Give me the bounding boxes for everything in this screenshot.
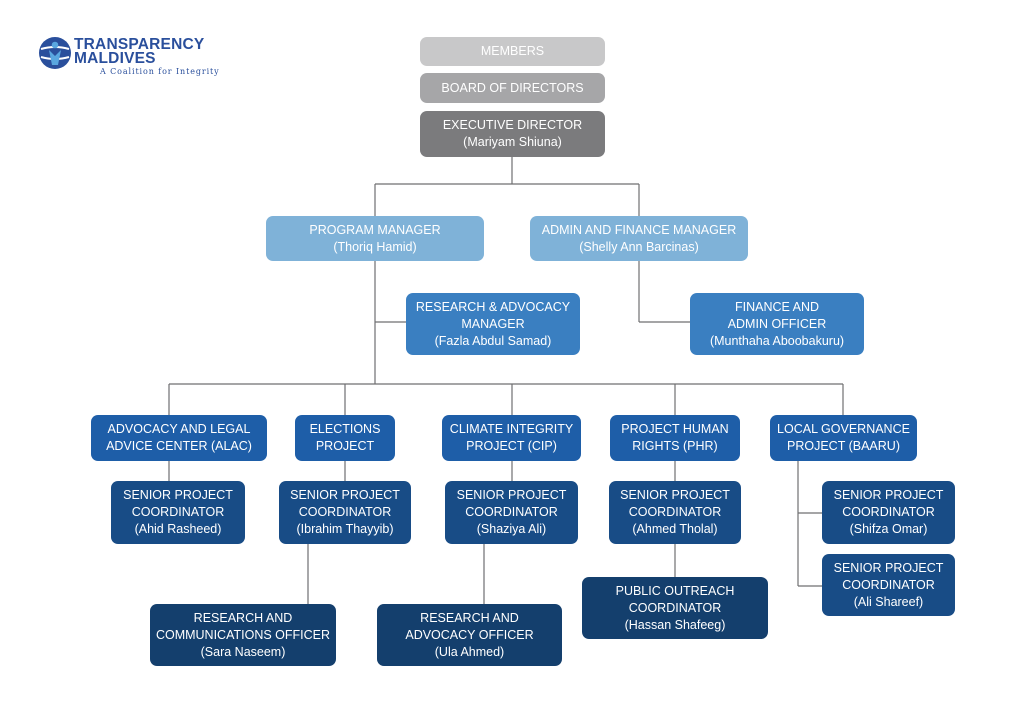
finance-admin-officer-box: FINANCE AND ADMIN OFFICER (Munthaha Aboo… <box>690 293 864 355</box>
coordinator-name: (Shaziya Ali) <box>476 522 547 536</box>
project-title-line-2: PROJECT (BAARU) <box>787 439 900 453</box>
program-manager-box: PROGRAM MANAGER (Thoriq Hamid) <box>266 216 484 261</box>
logo-line-1: TRANSPARENCY <box>74 36 205 53</box>
transparency-maldives-logo: TRANSPARENCY MALDIVES A Coalition for In… <box>38 36 228 80</box>
project-title-line-2: PROJECT (CIP) <box>466 439 557 453</box>
officer-box-advocacy: RESEARCH AND ADVOCACY OFFICER (Ula Ahmed… <box>377 604 562 666</box>
admin-finance-manager-name: (Shelly Ann Barcinas) <box>579 239 699 254</box>
coordinator-title-1: SENIOR PROJECT <box>290 488 400 502</box>
members-label: MEMBERS <box>480 44 545 58</box>
executive-director-title: EXECUTIVE DIRECTOR <box>442 118 583 132</box>
coordinator-box-phr: SENIOR PROJECT COORDINATOR (Ahmed Tholal… <box>609 481 741 544</box>
officer-title-1: RESEARCH AND <box>420 610 519 625</box>
coordinator-title-2: COORDINATOR <box>842 505 935 519</box>
coordinator-title-2: COORDINATOR <box>628 505 722 519</box>
project-box-cip: CLIMATE INTEGRITY PROJECT (CIP) <box>442 415 581 461</box>
program-manager-name: (Thoriq Hamid) <box>333 239 417 254</box>
officer-name: (Sara Naseem) <box>200 644 286 659</box>
coordinator-box-cip: SENIOR PROJECT COORDINATOR (Shaziya Ali) <box>445 481 578 544</box>
coordinator-title-1: SENIOR PROJECT <box>123 488 233 502</box>
research-advocacy-manager-name: (Fazla Abdul Samad) <box>434 333 552 348</box>
finance-admin-officer-title-1: FINANCE AND <box>734 299 820 314</box>
coordinator-title-1: SENIOR PROJECT <box>456 488 567 502</box>
project-box-phr: PROJECT HUMAN RIGHTS (PHR) <box>610 415 740 461</box>
project-title-line-1: ADVOCACY AND LEGAL <box>107 422 251 436</box>
finance-admin-officer-name: (Munthaha Aboobakuru) <box>709 333 845 348</box>
executive-director-box: EXECUTIVE DIRECTOR (Mariyam Shiuna) <box>420 111 605 157</box>
project-title-line-1: LOCAL GOVERNANCE <box>777 422 910 436</box>
research-advocacy-manager-box: RESEARCH & ADVOCACY MANAGER (Fazla Abdul… <box>406 293 580 355</box>
program-manager-title: PROGRAM MANAGER <box>309 222 441 237</box>
coordinator-title-1: SENIOR PROJECT <box>833 560 944 575</box>
coordinator-name: (Shifza Omar) <box>849 522 928 536</box>
members-box: MEMBERS <box>420 37 605 66</box>
board-of-directors-box: BOARD OF DIRECTORS <box>420 73 605 103</box>
coordinator-box-elections: SENIOR PROJECT COORDINATOR (Ibrahim Thay… <box>279 481 411 544</box>
project-box-elections: ELECTIONS PROJECT <box>295 415 395 461</box>
coordinator-title-2: COORDINATOR <box>131 505 225 519</box>
research-advocacy-manager-title-2: MANAGER <box>461 316 525 331</box>
project-box-alac: ADVOCACY AND LEGAL ADVICE CENTER (ALAC) <box>91 415 267 461</box>
officer-title-2: COMMUNICATIONS OFFICER <box>155 627 331 642</box>
coordinator-title-2: COORDINATOR <box>298 505 392 519</box>
coordinator-name: (Ali Shareef) <box>853 594 924 609</box>
admin-finance-manager-title: ADMIN AND FINANCE MANAGER <box>541 222 737 237</box>
coordinator-title-2: COORDINATOR <box>465 505 558 519</box>
coordinator-box-alac: SENIOR PROJECT COORDINATOR (Ahid Rasheed… <box>111 481 245 544</box>
coordinator-name: (Ahid Rasheed) <box>134 522 222 536</box>
coordinator-box-baaru-1: SENIOR PROJECT COORDINATOR (Shifza Omar) <box>822 481 955 544</box>
officer-title-1: PUBLIC OUTREACH <box>615 583 735 598</box>
project-box-baaru: LOCAL GOVERNANCE PROJECT (BAARU) <box>770 415 917 461</box>
admin-finance-manager-box: ADMIN AND FINANCE MANAGER (Shelly Ann Ba… <box>530 216 748 261</box>
logo-line-2: MALDIVES <box>74 50 156 67</box>
project-title-line-2: RIGHTS (PHR) <box>632 439 718 453</box>
officer-title-1: RESEARCH AND <box>193 610 293 625</box>
project-title-line-2: PROJECT <box>315 439 375 453</box>
project-title-line-2: ADVICE CENTER (ALAC) <box>106 439 252 453</box>
coordinator-title-1: SENIOR PROJECT <box>833 488 944 502</box>
project-title-line-1: CLIMATE INTEGRITY <box>449 422 574 436</box>
officer-name: (Hassan Shafeeg) <box>624 617 726 632</box>
executive-director-name: (Mariyam Shiuna) <box>463 135 562 149</box>
officer-box-public-outreach: PUBLIC OUTREACH COORDINATOR (Hassan Shaf… <box>582 577 768 639</box>
globe-figure-icon <box>39 37 71 69</box>
coordinator-name: (Ahmed Tholal) <box>632 522 718 536</box>
officer-box-communications: RESEARCH AND COMMUNICATIONS OFFICER (Sar… <box>150 604 336 666</box>
coordinator-title-1: SENIOR PROJECT <box>620 488 730 502</box>
project-title-line-1: PROJECT HUMAN <box>621 422 729 436</box>
board-label: BOARD OF DIRECTORS <box>441 80 584 95</box>
coordinator-box-baaru-2: SENIOR PROJECT COORDINATOR (Ali Shareef) <box>822 554 955 616</box>
finance-admin-officer-title-2: ADMIN OFFICER <box>727 316 827 331</box>
officer-title-2: COORDINATOR <box>628 600 722 615</box>
project-title-line-1: ELECTIONS <box>309 422 381 436</box>
research-advocacy-manager-title-1: RESEARCH & ADVOCACY <box>415 299 571 314</box>
officer-name: (Ula Ahmed) <box>434 644 505 659</box>
logo-tagline: A Coalition for Integrity <box>100 67 220 76</box>
officer-title-2: ADVOCACY OFFICER <box>405 627 534 642</box>
coordinator-title-2: COORDINATOR <box>842 577 935 592</box>
coordinator-name: (Ibrahim Thayyib) <box>296 522 394 536</box>
